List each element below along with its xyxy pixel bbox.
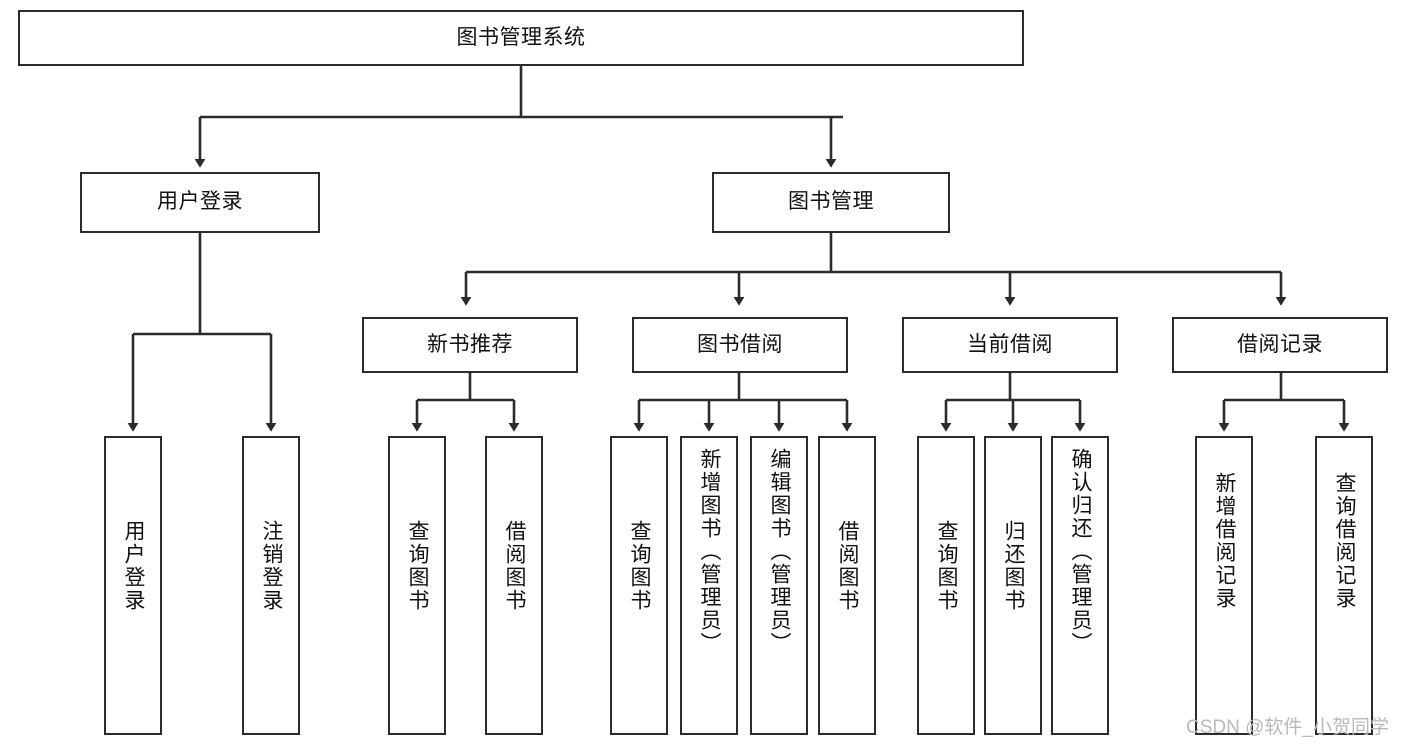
node-current-borrow-label: 当前借阅 [967, 332, 1053, 356]
leaf-return-book-label: 归还图书 [1002, 520, 1026, 612]
leaf-add-book-label: 新增图书（管理员） [698, 448, 722, 655]
leaf-add-record-label: 新增借阅记录 [1213, 472, 1237, 610]
node-book-manage-label: 图书管理 [788, 190, 874, 214]
leaf-edit-book[interactable]: 编辑图书（管理员） [750, 436, 808, 735]
leaf-query-book-2-label: 查询图书 [628, 520, 652, 612]
node-user-login[interactable]: 用户登录 [80, 172, 320, 233]
node-book-borrow-label: 图书借阅 [697, 332, 783, 356]
leaf-query-book-3[interactable]: 查询图书 [917, 436, 975, 735]
node-borrow-record[interactable]: 借阅记录 [1172, 317, 1388, 373]
leaf-logout[interactable]: 注销登录 [242, 436, 300, 735]
node-root[interactable]: 图书管理系统 [18, 10, 1024, 66]
leaf-query-book-1[interactable]: 查询图书 [388, 436, 446, 735]
node-borrow-record-label: 借阅记录 [1237, 332, 1323, 356]
leaf-logout-label: 注销登录 [260, 520, 284, 612]
leaf-edit-book-label: 编辑图书（管理员） [768, 448, 792, 655]
leaf-query-record-label: 查询借阅记录 [1333, 472, 1357, 610]
leaf-confirm-return[interactable]: 确认归还（管理员） [1051, 436, 1109, 735]
leaf-user-login[interactable]: 用户登录 [104, 436, 162, 735]
node-book-borrow[interactable]: 图书借阅 [632, 317, 848, 373]
leaf-borrow-book-1-label: 借阅图书 [503, 520, 527, 612]
leaf-return-book[interactable]: 归还图书 [984, 436, 1042, 735]
leaf-add-book[interactable]: 新增图书（管理员） [680, 436, 738, 735]
leaf-borrow-book-1[interactable]: 借阅图书 [485, 436, 543, 735]
node-new-book-rec[interactable]: 新书推荐 [362, 317, 578, 373]
node-book-manage[interactable]: 图书管理 [712, 172, 950, 233]
leaf-add-record[interactable]: 新增借阅记录 [1195, 436, 1253, 735]
node-user-login-label: 用户登录 [157, 190, 243, 214]
leaf-borrow-book-2-label: 借阅图书 [836, 520, 860, 612]
leaf-query-book-1-label: 查询图书 [406, 520, 430, 612]
node-new-book-rec-label: 新书推荐 [427, 332, 513, 356]
leaf-user-login-label: 用户登录 [122, 520, 146, 612]
leaf-query-book-3-label: 查询图书 [935, 520, 959, 612]
leaf-query-book-2[interactable]: 查询图书 [610, 436, 668, 735]
leaf-query-record[interactable]: 查询借阅记录 [1315, 436, 1373, 735]
csdn-watermark: CSDN @软件_小贺同学 [1186, 717, 1389, 738]
leaf-confirm-return-label: 确认归还（管理员） [1069, 448, 1093, 655]
leaf-borrow-book-2[interactable]: 借阅图书 [818, 436, 876, 735]
node-current-borrow[interactable]: 当前借阅 [902, 317, 1118, 373]
node-root-label: 图书管理系统 [456, 25, 586, 49]
